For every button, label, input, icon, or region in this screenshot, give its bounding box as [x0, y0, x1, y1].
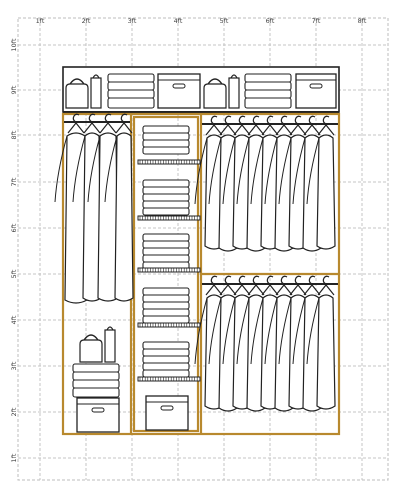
wire-shelf — [137, 267, 201, 273]
wire-shelf — [137, 322, 201, 328]
wire-shelf — [137, 376, 201, 382]
ruler-x-label: 2ft — [82, 17, 91, 25]
hanging-garment — [194, 115, 224, 250]
hanging-garment — [250, 115, 280, 250]
diagram-border — [17, 17, 389, 481]
right-section-double-hang — [194, 115, 338, 412]
middle-section-shelves — [137, 125, 201, 431]
ruler-y-labels: 10ft 9ft 8ft 7ft 6ft 5ft 4ft 3ft 2ft 1ft — [10, 38, 18, 462]
folded-clothes-stack — [107, 73, 155, 109]
ruler-x-label: 6ft — [266, 17, 275, 25]
ruler-y-label: 3ft — [10, 361, 18, 370]
folded-clothes-stack — [142, 287, 190, 324]
ruler-x-label: 5ft — [220, 17, 229, 25]
top-storage-shelf — [62, 66, 340, 113]
storage-bin-icon — [145, 395, 189, 431]
folded-clothes-stack — [142, 179, 190, 216]
hanging-garment — [194, 275, 224, 410]
wire-shelf — [137, 159, 201, 165]
handbag-icon — [79, 326, 116, 363]
folded-clothes-stack — [72, 363, 120, 398]
left-section-long-hang — [54, 113, 134, 433]
folded-clothes-stack — [142, 125, 190, 155]
hanging-garment — [306, 115, 336, 250]
hanging-garment — [278, 115, 308, 250]
storage-bin-icon — [76, 397, 120, 433]
ruler-y-label: 5ft — [10, 269, 18, 278]
storage-bin-icon — [157, 73, 201, 109]
hanging-garment — [292, 275, 322, 412]
handbag-icon — [203, 74, 240, 109]
ruler-x-labels: 1ft 2ft 3ft 4ft 5ft 6ft 7ft 8ft — [36, 17, 367, 25]
folded-clothes-stack — [244, 73, 292, 109]
ruler-y-label: 9ft — [10, 85, 18, 94]
ruler-x-label: 8ft — [358, 17, 367, 25]
hanging-garment — [208, 115, 238, 252]
ruler-y-label: 4ft — [10, 315, 18, 324]
folded-clothes-stack — [142, 233, 190, 270]
wire-shelf — [137, 215, 201, 221]
ruler-y-label: 7ft — [10, 177, 18, 186]
ruler-x-label: 1ft — [36, 17, 45, 25]
hanging-garment — [306, 275, 336, 410]
handbag-icon — [65, 74, 102, 109]
hanging-garment — [208, 275, 238, 412]
storage-bin-icon — [295, 73, 337, 109]
ruler-y-label: 6ft — [10, 223, 18, 232]
ruler-y-label: 8ft — [10, 130, 18, 139]
folded-clothes-stack — [142, 341, 190, 378]
hanging-garment — [104, 113, 134, 302]
ruler-x-label: 4ft — [174, 17, 183, 25]
ruler-y-label: 10ft — [10, 38, 18, 51]
ruler-x-label: 3ft — [128, 17, 137, 25]
ruler-y-label: 2ft — [10, 407, 18, 416]
ruler-x-label: 7ft — [312, 17, 321, 25]
hanging-garment — [222, 115, 252, 250]
hanging-garment — [54, 113, 88, 304]
ruler-y-label: 1ft — [10, 453, 18, 462]
